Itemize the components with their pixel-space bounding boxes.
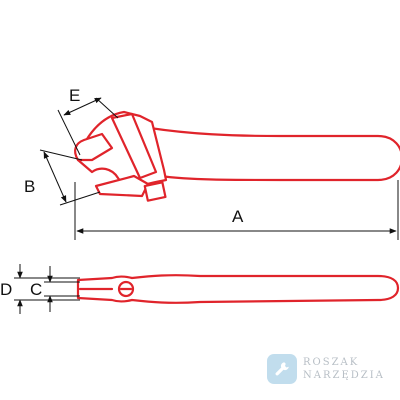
wrench-top-view [76,274,400,304]
dimension-b-extension-2 [59,191,101,206]
dimension-e-label: E [69,86,80,105]
wrench-side-view [74,110,400,202]
dimension-lines [14,97,399,314]
wrench-handle [148,126,400,182]
dimension-e-extension-2 [95,97,119,119]
dimension-b-label: B [24,177,35,196]
jaw-slide [110,112,158,180]
dimension-c-label: C [30,280,42,299]
fixed-jaw [74,132,114,162]
wrench-top-body [76,274,400,304]
watermark-text: ROSZAK NARZĘDZIA [303,356,385,382]
watermark: ROSZAK NARZĘDZIA [267,354,385,384]
dimension-a-label: A [232,207,244,226]
watermark-line-2: NARZĘDZIA [303,370,385,381]
dimension-d-label: D [0,280,12,299]
watermark-line-1: ROSZAK [303,357,360,368]
adjusting-screw [143,181,167,202]
dimension-e-line [63,97,102,116]
dimension-b-line [43,151,67,203]
wrench-icon [267,354,297,384]
dimension-e-extension-1 [57,109,81,156]
